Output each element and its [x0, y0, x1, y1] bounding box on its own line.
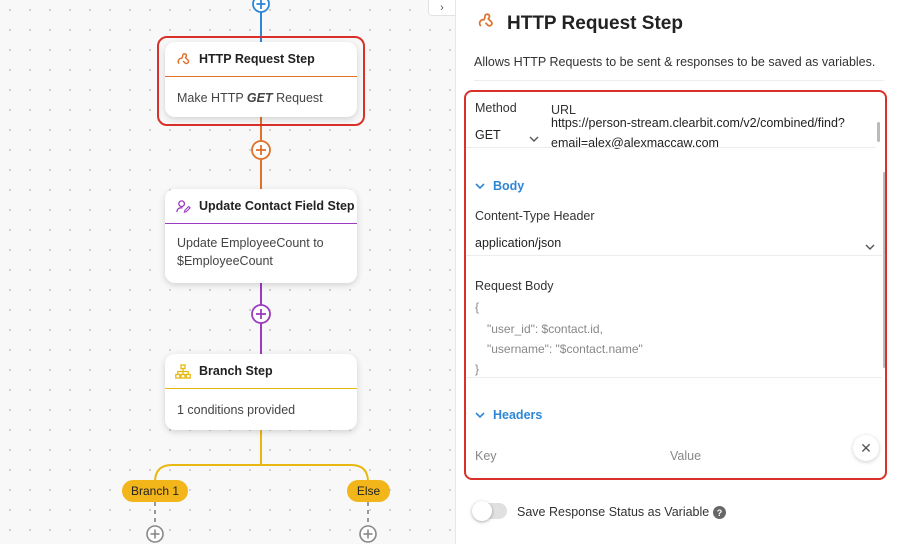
branch-step-node[interactable]: Branch Step 1 conditions provided: [165, 354, 357, 430]
request-body-label: Request Body: [475, 279, 554, 293]
person-edit-icon: [175, 198, 191, 214]
divider: [466, 377, 882, 378]
method-select[interactable]: GET: [475, 128, 541, 144]
question-icon[interactable]: ?: [713, 506, 726, 519]
selected-node-highlight: [157, 36, 365, 126]
request-body-line: "username": "$contact.name": [487, 342, 643, 356]
panel-description: Allows HTTP Requests to be sent & respon…: [474, 55, 876, 69]
branch-node-body: 1 conditions provided: [177, 403, 296, 417]
http-node-body-prefix: Make HTTP: [177, 91, 247, 105]
url-label: URL: [551, 103, 577, 117]
http-node-body: Make HTTP GET Request: [165, 77, 357, 117]
url-line-1: https://person-stream.clearbit.com/v2/co…: [551, 116, 845, 130]
form-scrollbar[interactable]: [883, 172, 885, 368]
chevron-down-icon: [529, 130, 539, 148]
flow-connectors: [146, 0, 377, 543]
content-type-select[interactable]: application/json: [475, 236, 879, 254]
request-body-editor[interactable]: { "user_id": $contact.id, "username": "$…: [475, 300, 875, 376]
request-body-line: }: [475, 362, 480, 376]
chevron-down-icon: [865, 238, 875, 256]
toggle-knob: [472, 501, 492, 521]
update-node-body: Update EmployeeCount to $EmployeeCount: [177, 236, 324, 268]
headers-section-title: Headers: [493, 408, 543, 422]
header-value-input[interactable]: Value: [670, 449, 702, 463]
content-type-value: application/json: [475, 236, 562, 250]
headers-section-toggle[interactable]: Headers: [475, 408, 542, 422]
content-type-label: Content-Type Header: [475, 209, 595, 223]
divider: [466, 147, 876, 148]
save-response-toggle[interactable]: [472, 501, 507, 521]
url-input[interactable]: https://person-stream.clearbit.com/v2/co…: [551, 116, 871, 150]
http-node-method: GET: [246, 91, 273, 105]
request-body-line: {: [475, 300, 480, 314]
method-label: Method: [475, 101, 517, 115]
hook-icon: [477, 12, 495, 35]
divider: [474, 80, 884, 81]
chevron-right-icon: ›: [440, 1, 444, 14]
url-line-2: email=alex@alexmaccaw.com: [551, 136, 719, 150]
branch-node-title: Branch Step: [199, 364, 273, 378]
remove-header-button[interactable]: ✕: [853, 435, 879, 461]
method-value: GET: [475, 128, 501, 142]
header-key-input[interactable]: Key: [475, 449, 497, 463]
save-response-label: Save Response Status as Variable: [517, 505, 710, 519]
chevron-down-icon: [475, 412, 485, 419]
http-node-body-suffix: Request: [272, 91, 323, 105]
branch-1-pill[interactable]: Branch 1: [122, 480, 188, 502]
hierarchy-icon: [175, 363, 191, 379]
step-settings-panel: HTTP Request Step Allows HTTP Requests t…: [457, 0, 900, 544]
chevron-down-icon: [475, 183, 485, 190]
divider: [466, 255, 882, 256]
panel-header: HTTP Request Step: [477, 12, 683, 35]
body-section-toggle[interactable]: Body: [475, 179, 524, 193]
http-request-step-node[interactable]: HTTP Request Step Make HTTP GET Request: [165, 42, 357, 117]
close-icon: ✕: [860, 439, 872, 456]
http-node-title: HTTP Request Step: [199, 52, 315, 66]
url-scrollbar[interactable]: [877, 122, 880, 142]
workflow-canvas[interactable]: HTTP Request Step Make HTTP GET Request …: [0, 0, 456, 544]
update-node-title: Update Contact Field Step: [199, 199, 355, 213]
update-contact-field-step-node[interactable]: Update Contact Field Step Update Employe…: [165, 189, 357, 283]
request-config-form: Method GET URL https://person-stream.cle…: [464, 90, 887, 480]
hook-icon: [175, 51, 191, 67]
panel-title: HTTP Request Step: [507, 12, 683, 34]
body-section-title: Body: [493, 179, 525, 193]
collapse-panel-button[interactable]: ›: [428, 0, 455, 16]
request-body-line: "user_id": $contact.id,: [487, 322, 603, 336]
else-pill[interactable]: Else: [347, 480, 390, 502]
